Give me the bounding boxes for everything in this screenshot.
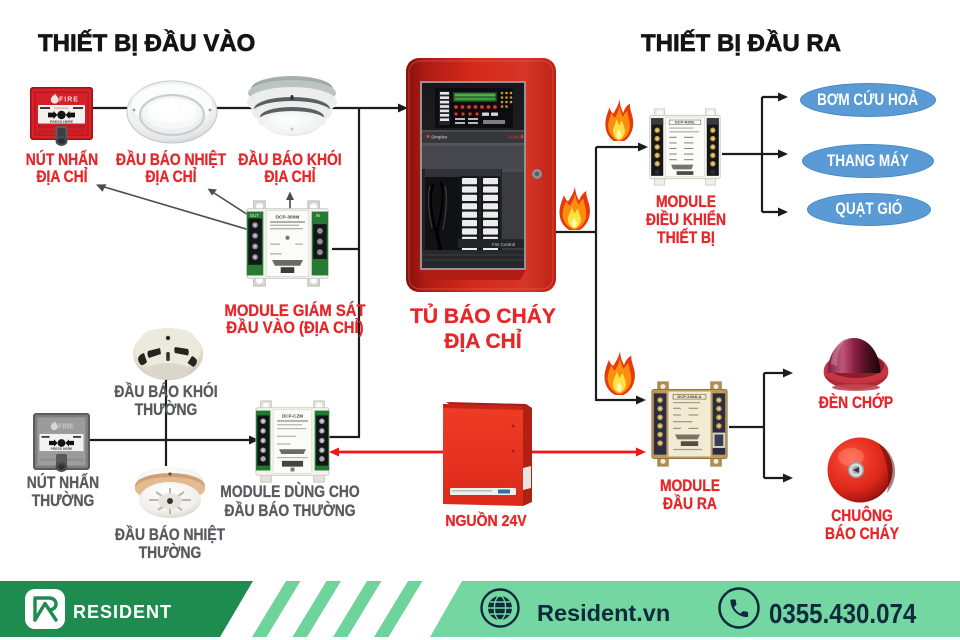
- svg-text:PRESS HERE: PRESS HERE: [50, 120, 74, 124]
- svg-text:Fire Control: Fire Control: [492, 242, 515, 247]
- svg-text:FIRE: FIRE: [58, 424, 74, 431]
- svg-text:Simplex: Simplex: [431, 135, 448, 140]
- svg-text:DCP-300M: DCP-300M: [276, 214, 300, 220]
- svg-text:4100U: 4100U: [508, 135, 522, 140]
- svg-text:DCP-R2ML: DCP-R2ML: [675, 120, 696, 125]
- svg-text:FIRE: FIRE: [59, 97, 79, 104]
- svg-text:IN: IN: [316, 213, 320, 218]
- svg-text:PRESS HERE: PRESS HERE: [51, 447, 74, 451]
- svg-text:OUT: OUT: [250, 213, 260, 218]
- svg-text:DCP-2404LA: DCP-2404LA: [677, 394, 701, 399]
- svg-text:DCP-CZM: DCP-CZM: [282, 413, 303, 418]
